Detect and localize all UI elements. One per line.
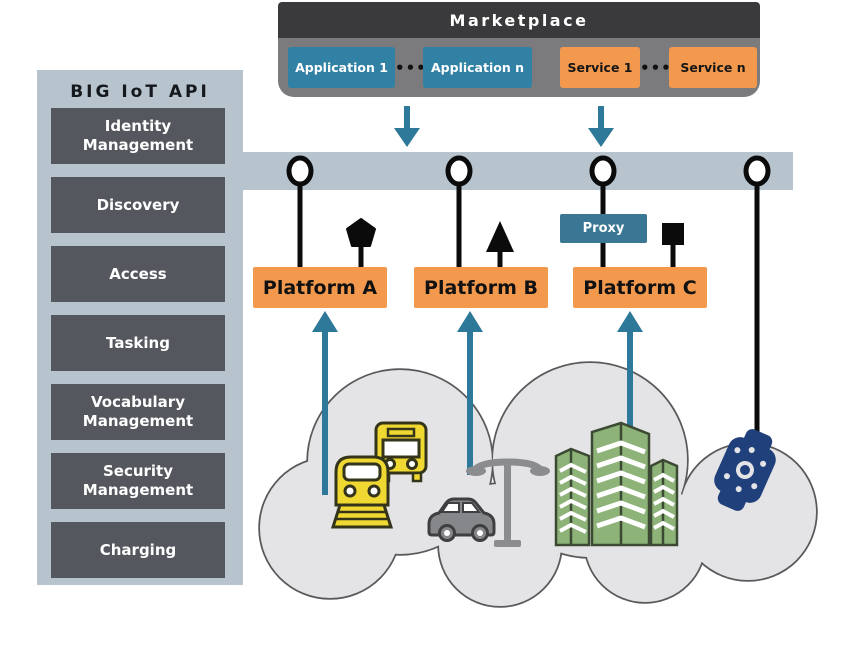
smartwatch-icon <box>714 429 776 511</box>
applications-ellipsis: ••• <box>395 58 427 77</box>
service-n-box: Service n <box>669 47 757 88</box>
application-1-box: Application 1 <box>288 47 395 88</box>
api-feature-list: Identity Management Discovery Access Tas… <box>51 108 225 578</box>
pentagon-icon <box>346 218 376 247</box>
square-icon <box>662 223 684 245</box>
street-lamp-icon <box>466 458 550 547</box>
marketplace-box: Marketplace Application 1 ••• Applicatio… <box>278 2 760 97</box>
api-item-access: Access <box>51 246 225 302</box>
train-icon <box>330 455 394 529</box>
car-icon <box>427 497 496 542</box>
api-item-identity-management: Identity Management <box>51 108 225 164</box>
connector-bar <box>240 152 793 190</box>
application-n-box: Application n <box>423 47 532 88</box>
triangle-up-icon <box>486 221 514 252</box>
platform-c-box: Platform C <box>573 267 707 308</box>
api-item-discovery: Discovery <box>51 177 225 233</box>
api-item-security-management: Security Management <box>51 453 225 509</box>
proxy-box: Proxy <box>560 214 647 243</box>
connector-circle-icon <box>286 155 771 187</box>
service-1-box: Service 1 <box>560 47 640 88</box>
api-item-vocabulary-management: Vocabulary Management <box>51 384 225 440</box>
platform-b-box: Platform B <box>414 267 548 308</box>
marketplace-title: Marketplace <box>278 2 760 38</box>
api-item-charging: Charging <box>51 522 225 578</box>
api-item-tasking: Tasking <box>51 315 225 371</box>
buildings-icon <box>554 421 679 547</box>
panel-title: BIG IoT API <box>70 82 210 102</box>
services-ellipsis: ••• <box>640 58 672 77</box>
big-iot-api-panel: BIG IoT API Identity Management Discover… <box>37 70 243 585</box>
platform-a-box: Platform A <box>253 267 387 308</box>
marketplace-body: Application 1 ••• Application n Service … <box>278 38 760 97</box>
down-arrow-icon <box>394 106 614 147</box>
